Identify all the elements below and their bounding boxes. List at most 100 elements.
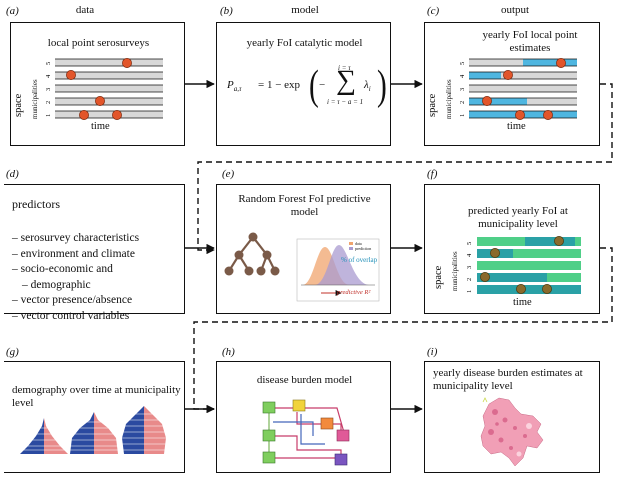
formula-paren-left: ( [309,63,319,109]
column-title-output: output [500,4,530,16]
serosurvey-point [542,284,552,294]
panel-c-plot: 1 2 3 4 5 [459,58,577,120]
serosurvey-point [543,110,553,120]
panel-a-title: local point serosurveys [47,37,150,49]
formula-term-sub: i [368,85,371,94]
compartment-node [320,417,334,430]
panel-f-letter: (f) [427,168,438,180]
formula-sum-top: i = τ [338,64,351,72]
panel-b-title: yearly FoI catalytic model [246,37,363,49]
r2-label: predictive R² [337,289,371,296]
foi-estimate-bar [523,59,577,66]
predicted-foi-bar [525,237,575,246]
predictor-item: environment and climate [12,247,139,263]
panel-d-title: predictors [12,197,60,211]
formula-sigma: ∑ [336,65,356,96]
serosurvey-point [490,248,500,258]
row-4-label: 4 [466,253,473,257]
serosurvey-point [112,110,122,120]
row-2-label: 2 [466,278,473,281]
row-1-label: 1 [45,114,52,117]
panel-e-graphics [224,232,380,302]
panel-f-y-sub: municipalities [451,251,459,291]
foi-estimate-bar [469,72,501,79]
panel-a-letter: (a) [6,5,19,17]
panel-h-title: disease burden model [256,374,353,386]
row-1-label: 1 [459,114,466,117]
row-4-label: 4 [459,74,466,78]
column-title-model: model [291,4,319,16]
panel-a-x-axis: time [91,121,110,132]
serosurvey-point [480,272,490,282]
predictor-list: serosurvey characteristics environment a… [12,231,139,325]
row-4-label: 4 [45,74,52,78]
predicted-foi-bar [477,285,581,294]
pyramid-3 [120,406,168,454]
panel-e-random-forest: Random Forest FoI predictive model data … [216,184,391,314]
formula-paren-right: ) [377,63,387,109]
compartment-node [262,429,276,442]
prediction-distribution [315,245,369,285]
panel-h-letter: (h) [222,346,235,358]
population-pyramids [18,406,168,454]
panel-b-catalytic-model: yearly FoI catalytic model Pa,τ = 1 − ex… [216,22,391,146]
formula-sum-bottom: i = τ − a = 1 [327,98,364,106]
panel-d-letter: (d) [6,168,19,180]
row-3-label: 3 [45,88,52,91]
predictor-item: socio-economic and [12,262,139,278]
row-5-label: 5 [45,62,52,65]
panel-h-burden-model: disease burden model [216,361,391,473]
formula-lhs-sub: a,τ [233,85,242,94]
panel-c-x-axis: time [507,121,526,132]
row-2-label: 2 [459,101,466,104]
panel-f-plot: 1 2 3 4 5 [466,236,581,294]
predictor-item: vector presence/absence [12,293,139,309]
legend-prediction: prediction [355,246,372,251]
pyramid-2 [68,412,120,454]
serosurvey-point [79,110,89,120]
row-5-label: 5 [466,242,473,245]
foi-estimate-bar [469,98,527,105]
panel-a-y-axis: space [13,93,24,117]
panel-i-burden-estimates: yearly disease burden estimates at munic… [424,361,600,473]
panel-a-serosurveys: local point serosurveys 1 2 3 4 5 spa [10,22,185,146]
compartment-node [334,453,348,466]
row-2-label: 2 [45,101,52,104]
formula-lhs: Pa,τ [227,79,242,93]
row-1-label: 1 [466,290,473,293]
panel-a-plot: 1 2 3 4 5 [45,58,163,120]
serosurvey-point [122,58,132,68]
panel-f-predicted-foi: predicted yearly FoI at municipality lev… [424,184,600,314]
predictor-item: vector control variables [12,309,139,325]
panel-f-x-axis: time [513,297,532,308]
predictor-item: serosurvey characteristics [12,231,139,247]
panel-i-title: yearly disease burden estimates at munic… [433,367,583,393]
pyramid-1 [18,418,70,454]
panel-b-letter: (b) [220,5,233,17]
panel-d-predictors: predictors serosurvey characteristics en… [4,184,185,322]
legend-data: data [355,241,362,246]
serosurvey-point [515,110,525,120]
serosurvey-point [516,284,526,294]
row-3-label: 3 [459,88,466,91]
panel-f-y-axis: space [433,265,444,289]
panel-e-letter: (e) [222,168,235,180]
panel-g-demography: demography over time at municipality lev… [4,361,185,473]
compartment-node [262,451,276,464]
formula-lambda: λ [364,79,369,91]
serosurvey-point [66,70,76,80]
serosurvey-point [556,58,566,68]
compartment-node [292,399,306,412]
formula-eq: = 1 − exp [258,79,301,91]
compartment-node [336,429,350,442]
panel-a-y-sub: municipalities [31,79,39,119]
panel-c-y-sub: municipalities [445,79,453,119]
panel-f-title: predicted yearly FoI at municipality lev… [468,205,568,230]
formula-minus: − [319,79,326,91]
dashed-c-to-e [197,83,613,255]
panel-c-title: yearly FoI local point estimates [482,29,578,54]
panel-c-y-axis: space [427,93,438,117]
panel-g-letter: (g) [6,346,19,358]
serosurvey-point [503,70,513,80]
